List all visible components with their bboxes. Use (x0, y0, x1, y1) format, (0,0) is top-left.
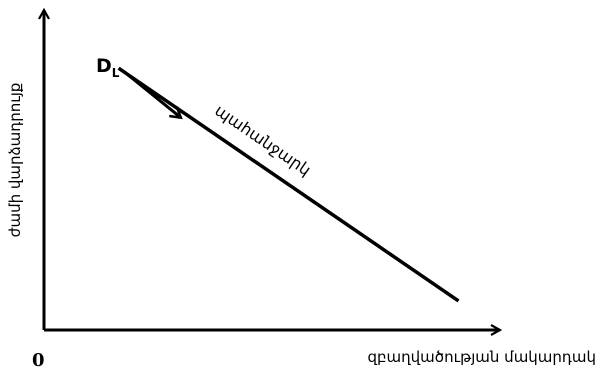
demand-curve-line (117, 66, 460, 303)
origin-label: 0 (32, 350, 45, 371)
series-name-subscript: L (112, 66, 120, 80)
x-axis-label: զբաղվածության մակարդակ (368, 348, 596, 366)
shift-arrow-icon (125, 72, 181, 118)
series-label: DL (96, 55, 120, 80)
y-axis-label: ժամի վարձադրույք (6, 83, 24, 238)
series-name: D (96, 55, 112, 77)
